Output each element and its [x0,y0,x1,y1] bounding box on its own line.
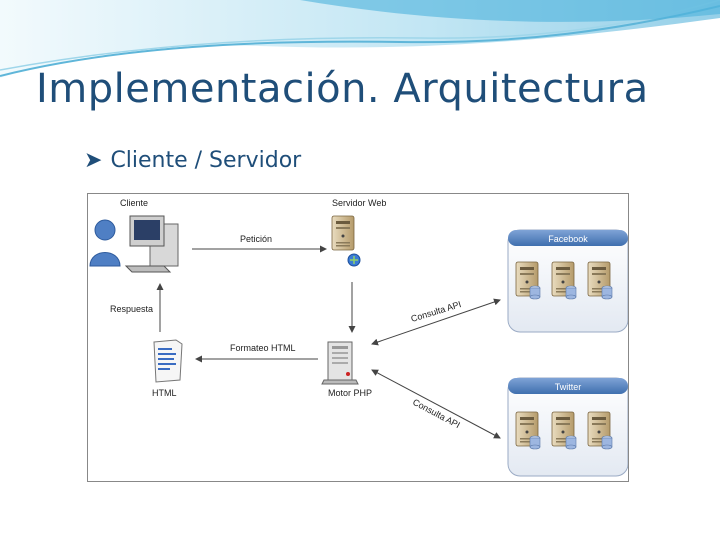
diagram-canvas: Cliente Servidor Web Petición Respuesta … [89,198,629,477]
slide-title: Implementación. Arquitectura [36,66,649,112]
client-computer-icon [124,215,179,273]
label-servidor-web: Servidor Web [332,198,386,208]
architecture-diagram: Cliente Servidor Web Petición Respuesta … [87,193,629,482]
header-waves [0,0,720,78]
user-icon [89,219,121,267]
web-server-icon [331,215,361,267]
label-peticion: Petición [240,234,272,244]
api-arrow-twitter [371,369,501,439]
label-twitter: Twitter [555,382,582,392]
label-motor-php: Motor PHP [328,388,372,398]
label-cliente: Cliente [120,198,148,208]
twitter-panel [507,377,629,477]
html-document-icon [153,339,183,383]
label-formateo-html: Formateo HTML [230,343,296,353]
label-html: HTML [152,388,177,398]
facebook-panel [507,229,629,333]
api-arrow-facebook [371,298,501,346]
bullet-text: Cliente / Servidor [110,148,302,173]
label-facebook: Facebook [548,234,588,244]
arrowhead-bullet-icon: ➤ [84,148,103,173]
bullet-item: ➤ Cliente / Servidor [84,148,301,173]
label-respuesta: Respuesta [110,304,153,314]
label-consulta-api-facebook: Consulta API [410,299,463,324]
php-engine-icon [321,341,359,385]
